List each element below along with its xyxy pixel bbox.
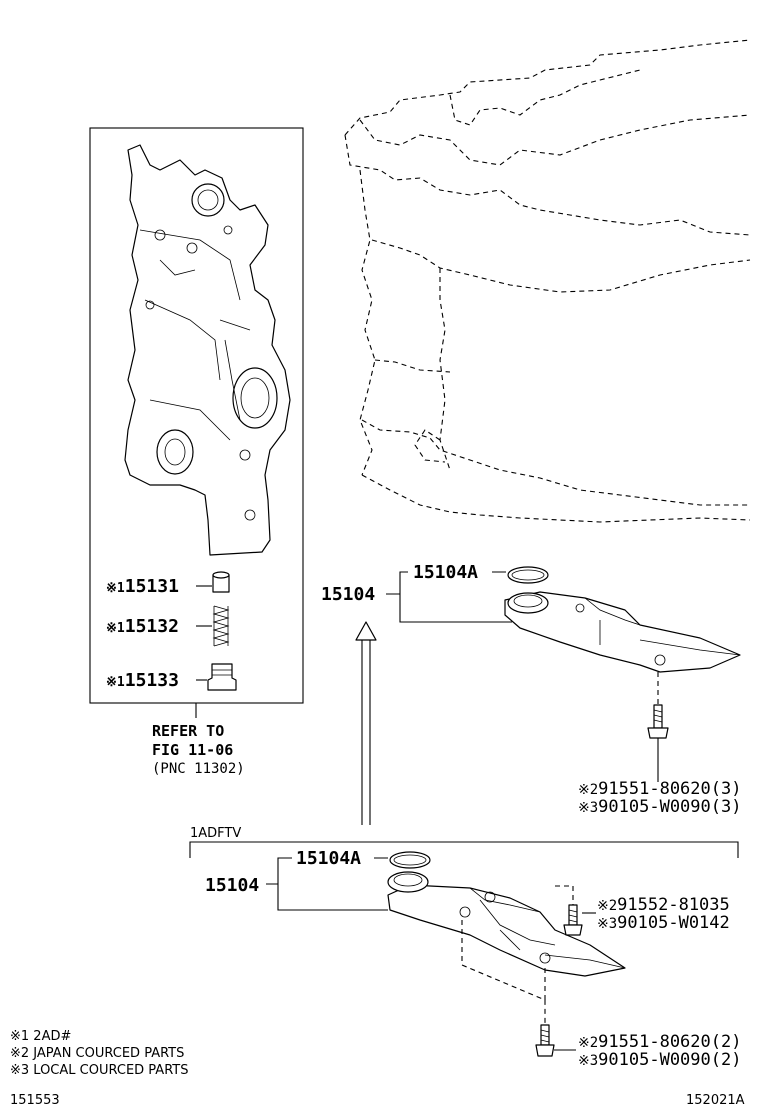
svg-text:※115131: ※115131 <box>106 576 179 597</box>
callout-15133: 15133 <box>125 670 179 691</box>
reference-line-2: FIG 11-06 <box>152 741 233 759</box>
part-15132-spring-illustration <box>212 605 230 647</box>
reference-line-1: REFER TO <box>152 722 224 740</box>
label-15104-upper: 15104 <box>321 584 375 605</box>
upper-oil-strainer-assembly: 15104 15104A ※291551-80620(3) ※390105-W0… <box>321 562 741 825</box>
bolt-upper-line-1: ※291551-80620(3) <box>578 779 741 799</box>
strainer-body-upper <box>504 591 741 673</box>
callout-15131: 15131 <box>125 576 179 597</box>
bolt-right-line-1: ※291552-81035 <box>597 895 730 915</box>
bolt-right-line-2: ※390105-W0142 <box>597 913 730 933</box>
o-ring-upper <box>507 566 549 584</box>
bolt-bottom-line-1: ※291551-80620(2) <box>578 1032 741 1052</box>
o-ring-lower <box>389 851 431 869</box>
legend-line-2: ※2 JAPAN COURCED PARTS <box>10 1046 184 1061</box>
footer-left-id: 151553 <box>10 1093 60 1108</box>
label-15104A-upper: 15104A <box>413 562 478 583</box>
label-15104A-lower: 15104A <box>296 848 361 869</box>
svg-text:※115132: ※115132 <box>106 616 179 637</box>
timing-cover-inset: ※115131 ※115132 ※115133 REFER TO FIG 11-… <box>89 127 304 777</box>
reference-line-3: (PNC 11302) <box>152 761 245 777</box>
legend-line-3: ※3 LOCAL COURCED PARTS <box>10 1063 188 1078</box>
legend-line-1: ※1 2AD# <box>10 1029 71 1044</box>
bolt-bottom-illustration <box>535 1024 555 1057</box>
footer-right-id: 152021A <box>686 1093 745 1108</box>
strainer-body-lower <box>387 884 626 977</box>
part-15131-illustration <box>212 571 230 593</box>
engine-block-illustration <box>344 39 751 523</box>
lower-oil-strainer-assembly: 1ADFTV 15104 15104A ※291552-81035 ※39010… <box>189 826 741 1070</box>
bolt-bottom-line-2: ※390105-W0090(2) <box>578 1050 741 1070</box>
bolt-upper-line-2: ※390105-W0090(3) <box>578 797 741 817</box>
group-label: 1ADFTV <box>190 826 241 841</box>
bolt-right-illustration <box>563 904 583 936</box>
callout-15132: 15132 <box>125 616 179 637</box>
part-15133-plug-illustration <box>207 663 237 691</box>
label-15104-lower: 15104 <box>205 875 259 896</box>
bolt-upper-illustration <box>647 704 669 739</box>
legend: ※1 2AD# ※2 JAPAN COURCED PARTS ※3 LOCAL … <box>10 1029 188 1078</box>
svg-text:※115133: ※115133 <box>106 670 179 691</box>
